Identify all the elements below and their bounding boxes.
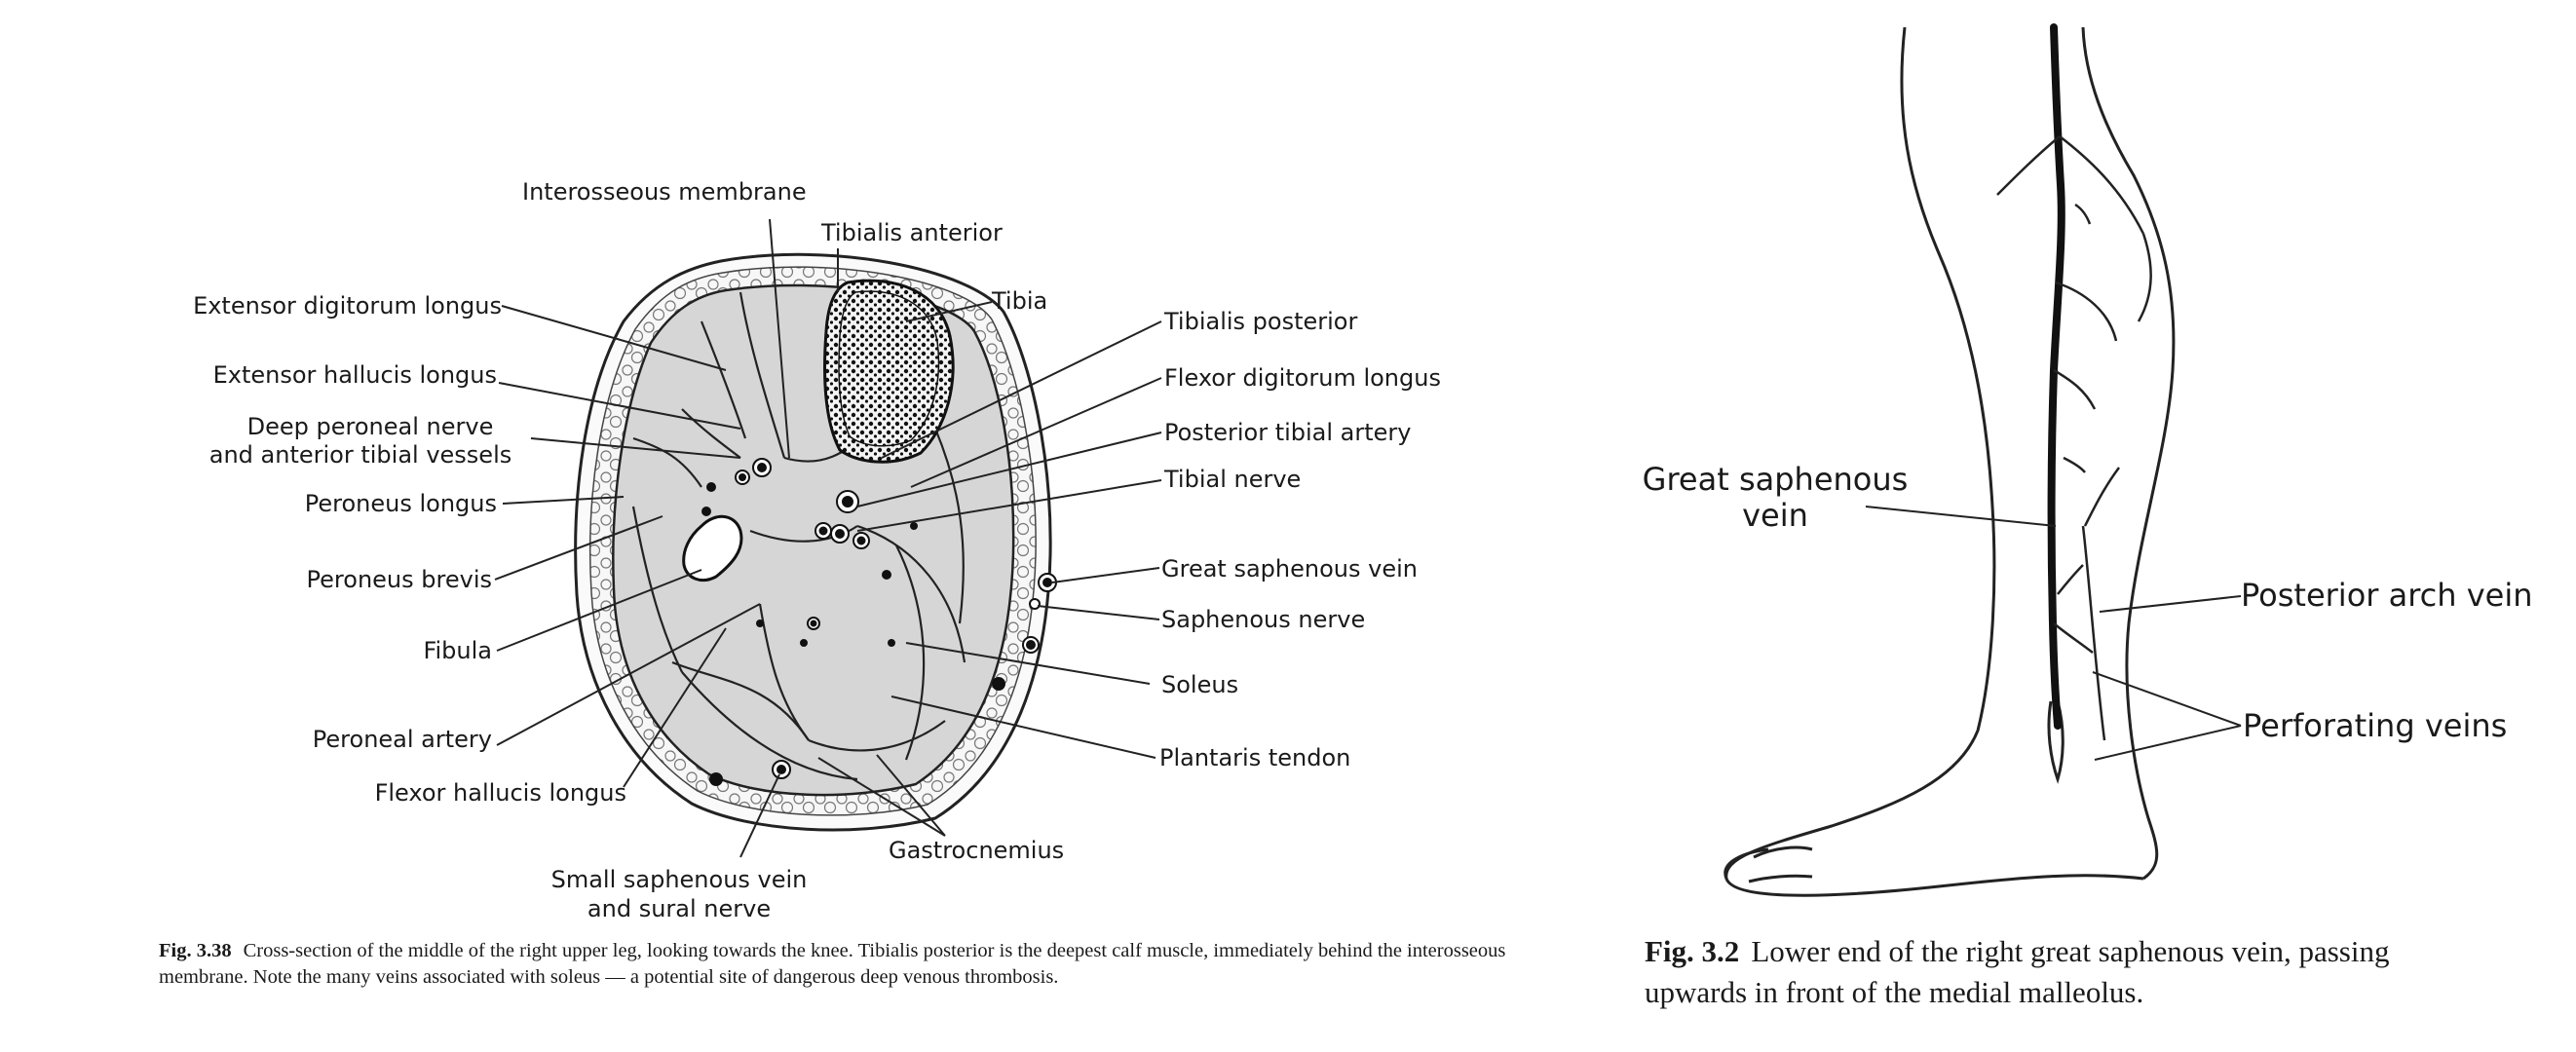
label-deep-peroneal-nerve: Deep peroneal nerve — [247, 413, 494, 440]
figure-3-38-caption: Fig. 3.38Cross-section of the middle of … — [159, 938, 1533, 991]
label-perforating-veins: Perforating veins — [2243, 707, 2507, 744]
label-small-saphenous-vein: Small saphenous vein — [551, 866, 808, 893]
figure-3-2-number: Fig. 3.2 — [1645, 934, 1739, 968]
figure-3-2-text: Lower end of the right great saphenous v… — [1645, 934, 2389, 1009]
tibia-bone — [824, 281, 953, 462]
label-great-saphenous-vein: Great saphenous vein — [1161, 555, 1418, 582]
label-plantaris-tendon: Plantaris tendon — [1159, 744, 1350, 771]
label-flexor-digitorum-longus: Flexor digitorum longus — [1164, 364, 1441, 392]
label-flexor-hallucis-longus: Flexor hallucis longus — [375, 779, 626, 807]
figure-3-38-number: Fig. 3.38 — [159, 940, 232, 961]
figure-3-2-caption: Fig. 3.2Lower end of the right great sap… — [1645, 931, 2443, 1013]
label-saphenous-nerve: Saphenous nerve — [1161, 606, 1365, 633]
label-gastrocnemius: Gastrocnemius — [889, 837, 1064, 864]
label-tibial-nerve: Tibial nerve — [1163, 466, 1301, 493]
label-peroneus-brevis: Peroneus brevis — [307, 566, 492, 593]
label-anterior-tibial-vessels: and anterior tibial vessels — [209, 441, 512, 469]
label-tibialis-posterior: Tibialis posterior — [1163, 308, 1357, 335]
label-tibialis-anterior: Tibialis anterior — [820, 219, 1003, 246]
label-great-saphenous: Great saphenous — [1643, 461, 1909, 498]
label-posterior-tibial-artery: Posterior tibial artery — [1164, 419, 1412, 446]
label-sural-nerve: and sural nerve — [587, 895, 771, 922]
label-posterior-arch-vein: Posterior arch vein — [2241, 577, 2533, 614]
label-fibula: Fibula — [423, 637, 492, 664]
label-extensor-digitorum-longus: Extensor digitorum longus — [193, 292, 502, 319]
label-extensor-hallucis-longus: Extensor hallucis longus — [213, 361, 497, 389]
label-interosseous-membrane: Interosseous membrane — [522, 178, 807, 206]
label-peroneal-artery: Peroneal artery — [313, 726, 492, 753]
label-soleus: Soleus — [1161, 671, 1238, 698]
label-peroneus-longus: Peroneus longus — [305, 490, 497, 517]
label-tibia: Tibia — [991, 287, 1047, 315]
cross-section-diagram: Interosseous membrane Tibialis anterior … — [193, 178, 1441, 922]
label-vein: vein — [1742, 497, 1808, 534]
leg-diagram: Great saphenous vein Posterior arch vein… — [1643, 27, 2533, 895]
great-saphenous-vein-path — [2052, 27, 2062, 726]
figure-3-38-text: Cross-section of the middle of the right… — [159, 940, 1505, 988]
